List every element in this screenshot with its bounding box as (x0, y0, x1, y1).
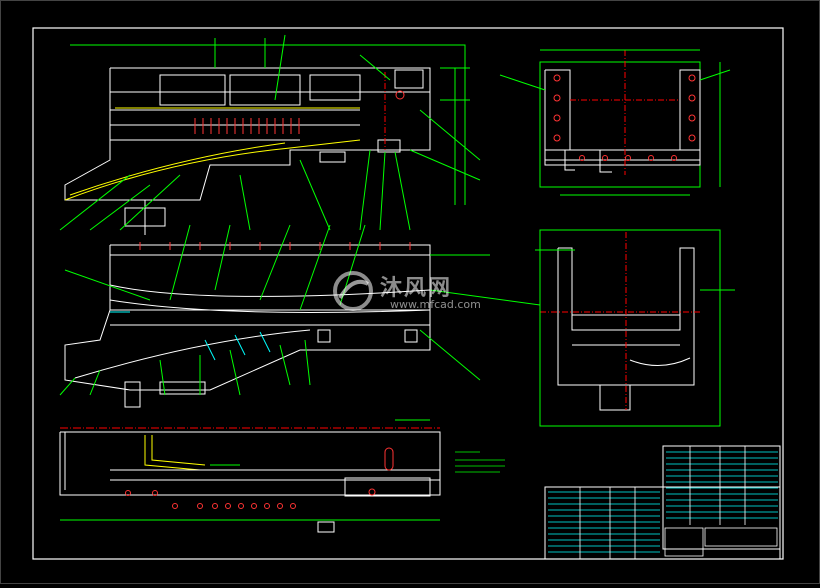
side-elevation-view (59, 34, 481, 235)
technical-notes (455, 451, 505, 473)
section-view (59, 419, 441, 533)
title-block (544, 445, 781, 560)
sheet-frame (32, 27, 784, 560)
cross-section-view (535, 229, 735, 427)
plan-view (59, 224, 541, 408)
end-view (499, 49, 731, 196)
